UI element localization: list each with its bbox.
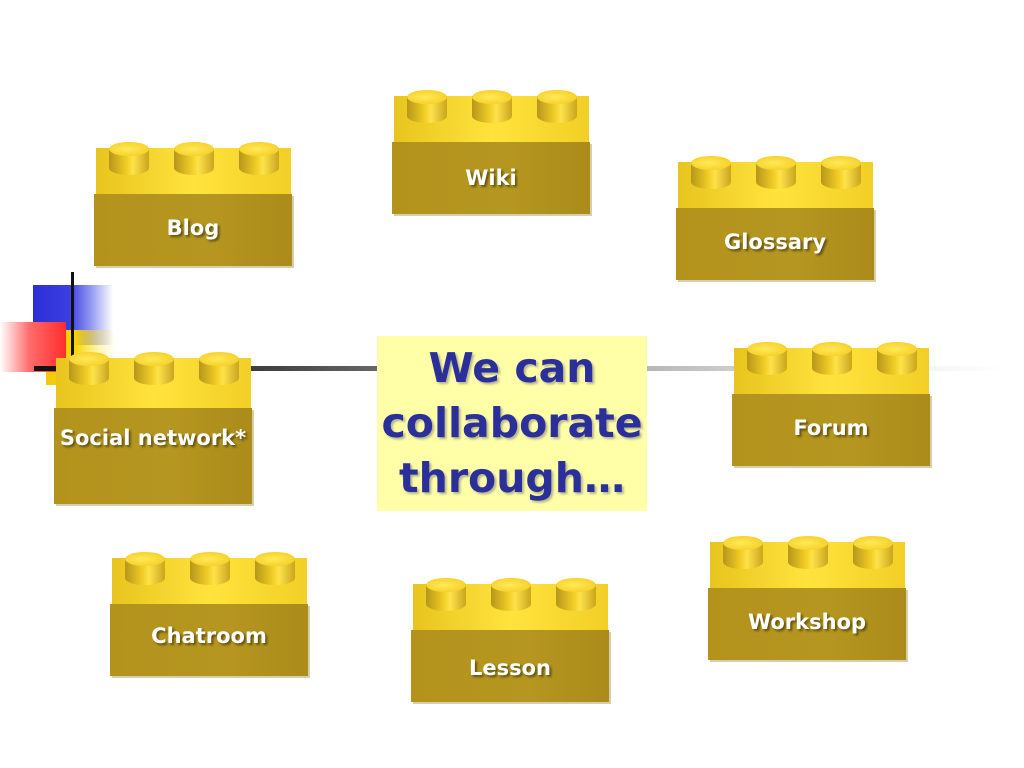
- brick-workshop: Workshop: [708, 532, 908, 662]
- brick-stud: [821, 156, 861, 189]
- brick-body: [54, 408, 252, 504]
- brick-body: [110, 604, 308, 676]
- brick-body: [392, 142, 590, 214]
- brick-stud: [537, 90, 577, 123]
- brick-stud: [174, 142, 214, 175]
- brick-label-wiki: Wiki: [465, 166, 517, 190]
- brick-stud: [556, 578, 596, 611]
- brick-stud: [69, 352, 109, 385]
- brick-stud: [756, 156, 796, 189]
- center-title: We can collaborate through…: [381, 344, 643, 502]
- center-title-box: We can collaborate through…: [377, 336, 647, 511]
- brick-stud: [125, 552, 165, 585]
- brick-chatroom: Chatroom: [110, 548, 310, 678]
- brick-stud: [134, 352, 174, 385]
- brick-label-workshop: Workshop: [747, 610, 867, 634]
- brick-stud: [426, 578, 466, 611]
- brick-stud: [255, 552, 295, 585]
- brick-label-social-network: Social network*: [59, 426, 247, 450]
- brick-stud: [472, 90, 512, 123]
- brick-label-chatroom: Chatroom: [151, 624, 267, 648]
- brick-label-lesson: Lesson: [468, 656, 551, 680]
- brick-body: [708, 588, 906, 660]
- brick-body: [676, 208, 874, 280]
- brick-stud: [239, 142, 279, 175]
- brick-body: [94, 194, 292, 266]
- brick-stud: [407, 90, 447, 123]
- brick-stud: [853, 536, 893, 569]
- decorative-red-square: [0, 322, 66, 372]
- brick-lesson: Lesson: [411, 574, 611, 704]
- brick-body: [411, 630, 609, 702]
- brick-stud: [190, 552, 230, 585]
- brick-stud: [691, 156, 731, 189]
- brick-label-blog: Blog: [166, 216, 220, 240]
- brick-body: [732, 394, 930, 466]
- decorative-vertical-line: [71, 272, 74, 382]
- brick-forum: Forum: [732, 338, 932, 468]
- brick-stud: [877, 342, 917, 375]
- brick-wiki: Wiki: [392, 86, 592, 216]
- brick-glossary: Glossary: [676, 152, 876, 282]
- brick-label-glossary: Glossary: [723, 230, 827, 254]
- brick-blog: Blog: [94, 138, 294, 268]
- brick-label-forum: Forum: [793, 416, 869, 440]
- brick-stud: [788, 536, 828, 569]
- brick-stud: [812, 342, 852, 375]
- brick-stud: [747, 342, 787, 375]
- brick-stud: [109, 142, 149, 175]
- brick-stud: [723, 536, 763, 569]
- brick-stud: [491, 578, 531, 611]
- brick-social-network: Social network*: [54, 348, 254, 504]
- brick-stud: [199, 352, 239, 385]
